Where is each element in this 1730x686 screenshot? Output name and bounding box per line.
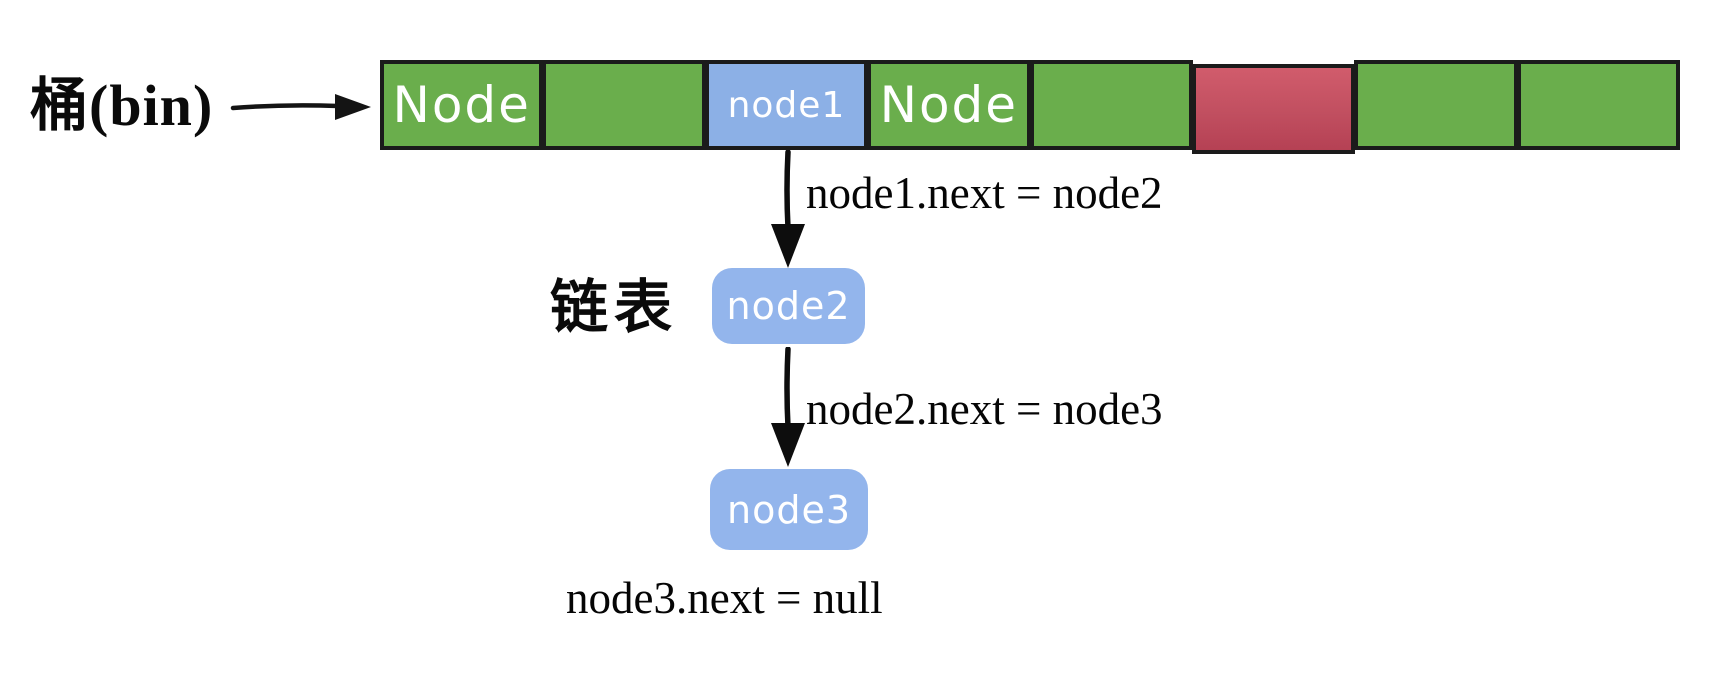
bucket-cell-1: [542, 60, 706, 150]
edge-label-node3-next: node3.next = null: [566, 573, 883, 623]
bucket-cell-label: Node: [392, 76, 531, 134]
bucket-cell-label: node1: [727, 84, 846, 126]
bucket-cell-3: Node: [867, 60, 1031, 150]
down-arrow-icon: [771, 150, 805, 268]
edge-label-node2-next: node2.next = node3: [806, 384, 1163, 434]
bin-label: 桶(bin): [30, 73, 214, 138]
list-node-label: node3: [726, 487, 851, 532]
list-node-node2: node2: [712, 268, 865, 344]
bucket-array: Node node1 Node: [380, 60, 1680, 154]
bucket-cell-0: Node: [380, 60, 544, 150]
bucket-cell-6: [1354, 60, 1518, 150]
right-arrow-icon: [230, 94, 371, 120]
down-arrow-icon: [771, 347, 805, 467]
edge-label-node1-next: node1.next = node2: [806, 168, 1163, 218]
bucket-cell-label: Node: [879, 76, 1019, 134]
linked-list-label: 链表: [550, 275, 679, 340]
bucket-cell-4: [1029, 60, 1193, 150]
list-node-node3: node3: [710, 469, 868, 550]
list-node-label: node2: [726, 284, 851, 328]
bucket-cell-red: [1191, 64, 1356, 154]
bucket-cell-node1: node1: [704, 60, 869, 150]
bucket-cell-7: [1516, 60, 1680, 150]
